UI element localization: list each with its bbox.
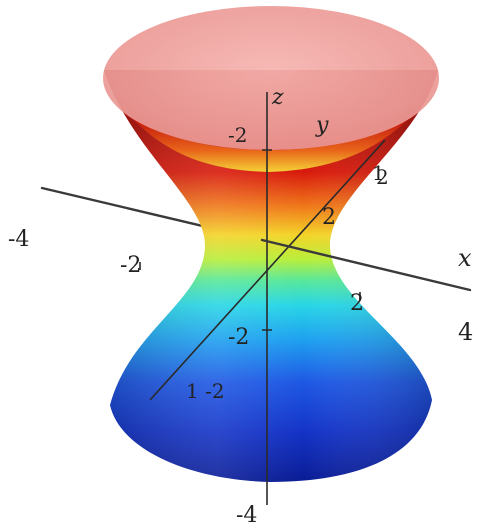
y-tick-label-neg2: -2	[228, 123, 247, 147]
y-tick-label-2: 2	[376, 165, 389, 189]
top-cap	[103, 6, 439, 150]
z-tick-label-2: 2	[322, 205, 336, 230]
inner-rim	[122, 108, 420, 172]
x-axis-line-front	[260, 238, 472, 292]
x-tick-label-2: 2	[350, 291, 364, 316]
z-axis-label: z	[271, 85, 284, 110]
y-axis-line	[149, 139, 386, 401]
z-tick-label-neg4: -4	[236, 503, 257, 528]
y-axis-label: y	[315, 113, 329, 138]
misc-label-1: 1	[372, 161, 385, 185]
x-tick-label-neg2: -2	[120, 253, 141, 278]
z-tick-label-neg2: -2	[228, 325, 249, 350]
tick-marks	[139, 149, 361, 331]
misc-label-1-neg2: 1 -2	[186, 379, 225, 403]
x-tick-label-4: 4	[458, 318, 473, 346]
x-axis-label: x	[458, 244, 472, 272]
x-tick-label-neg4: -4	[8, 227, 29, 252]
